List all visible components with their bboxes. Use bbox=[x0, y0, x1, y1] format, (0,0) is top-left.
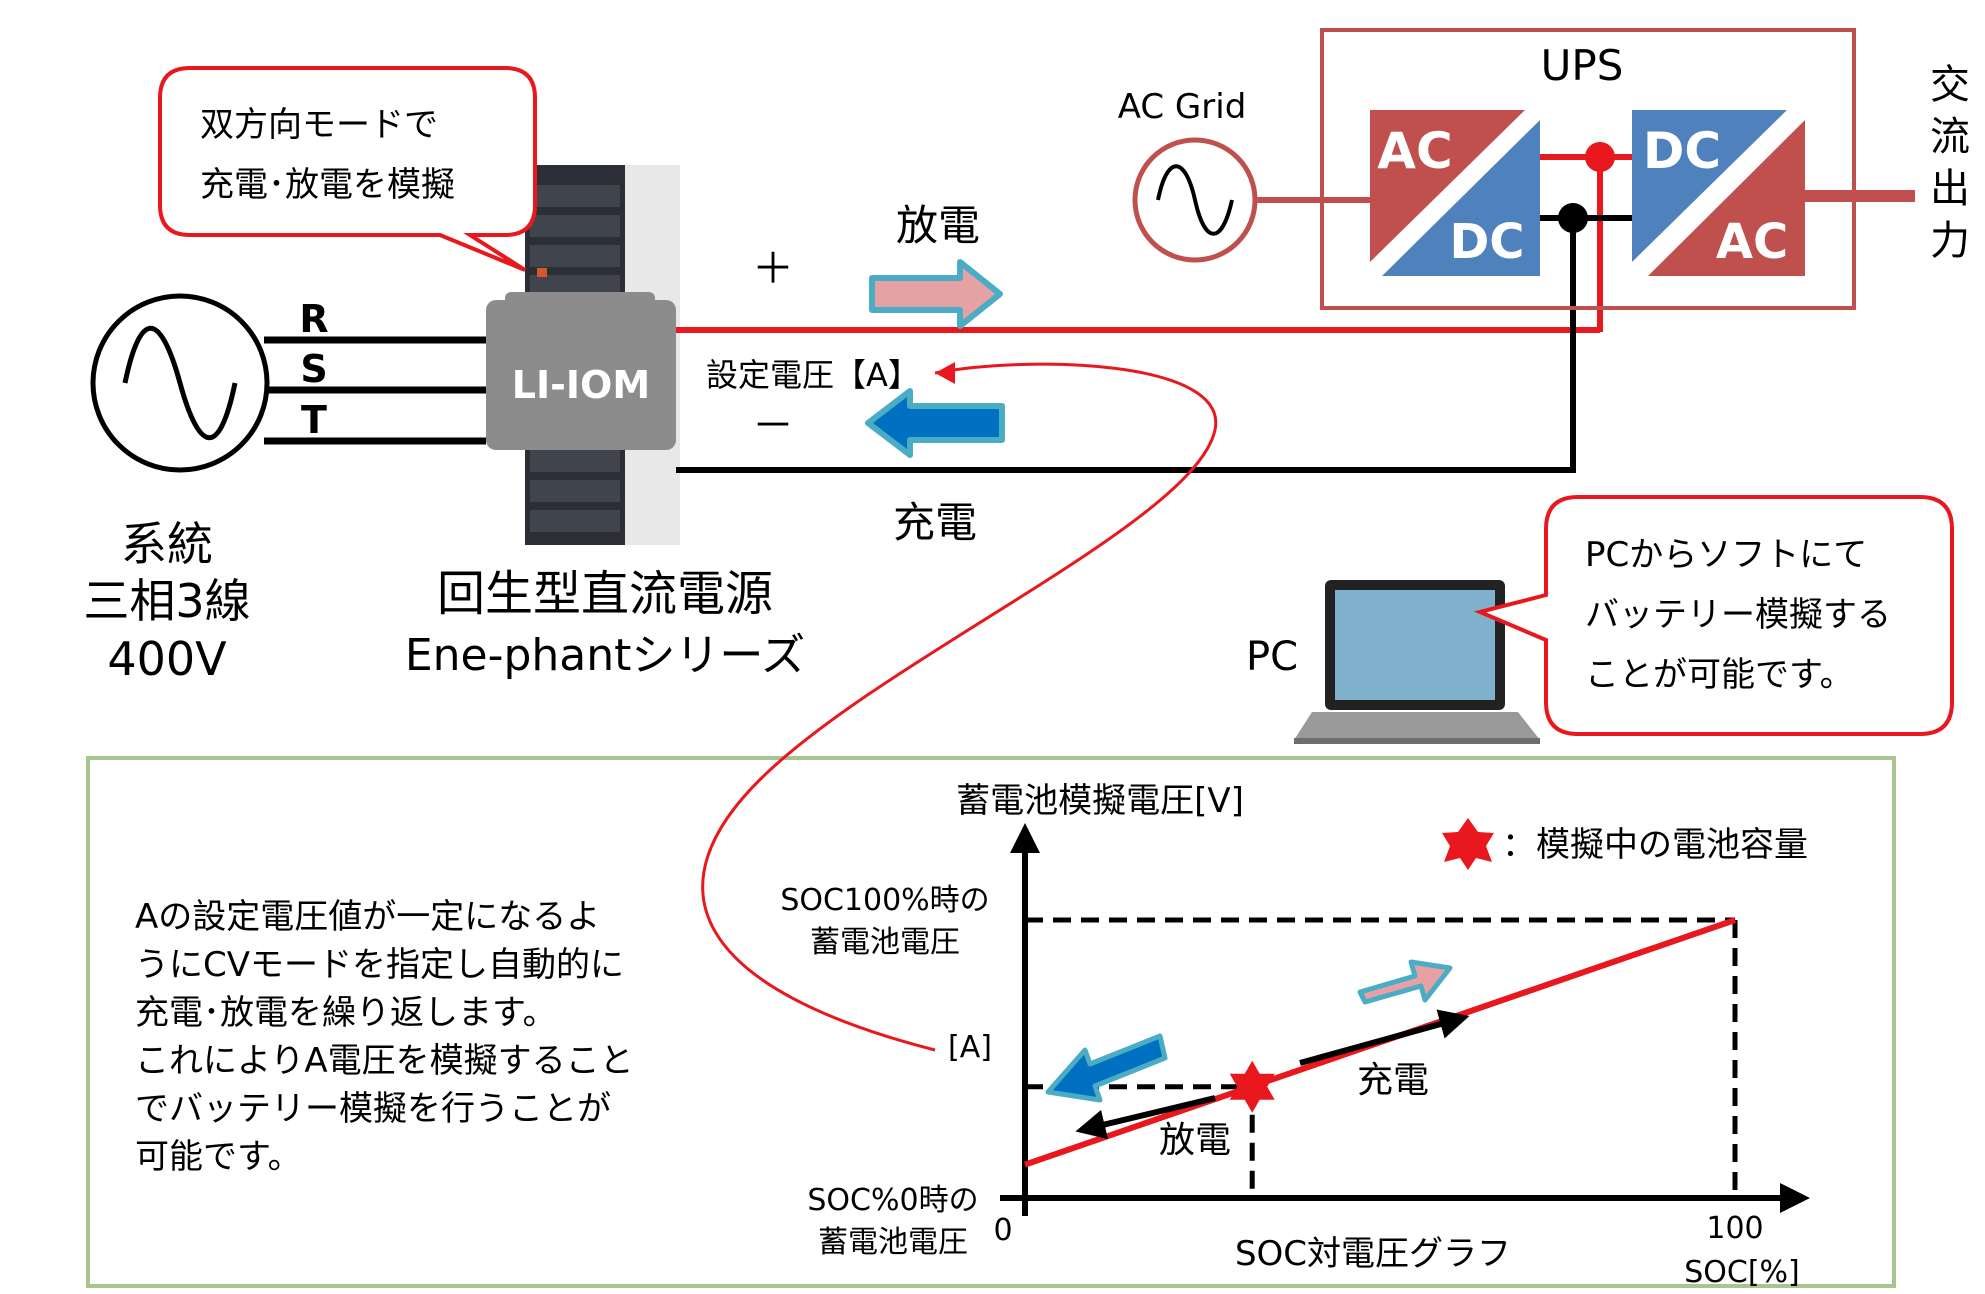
callout-left-bubble bbox=[158, 66, 537, 272]
legend-star-icon bbox=[1442, 818, 1494, 870]
dc-bus-node-positive bbox=[1585, 142, 1615, 172]
plus-sign: ＋ bbox=[752, 244, 794, 293]
power-supply-name-1: 回生型直流電源 bbox=[437, 566, 773, 622]
dc-link: ＋ － 放電 充電 設定電圧【A】 bbox=[676, 157, 1603, 547]
phase-label-r: R bbox=[299, 297, 328, 341]
setpoint-link-curve bbox=[701, 362, 1218, 1052]
output-label-2: 流 bbox=[1930, 114, 1970, 160]
li-iom-label: LI-IOM bbox=[512, 363, 650, 407]
y-label-soc100-2: 蓄電池電圧 bbox=[810, 925, 960, 960]
output-label-3: 出 bbox=[1930, 166, 1970, 212]
discharge-arrow-top bbox=[869, 259, 1003, 329]
charge-block-arrow bbox=[1357, 959, 1453, 1005]
li-iom-module-top bbox=[505, 292, 655, 310]
charge-label-top: 充電 bbox=[893, 498, 977, 547]
explanation-line3: 充電･放電を繰り返します。 bbox=[135, 993, 557, 1033]
conv2-top-label: DC bbox=[1643, 122, 1721, 180]
ups-block: UPS AC Grid AC DC DC AC 交 流 出 力 bbox=[1118, 28, 1970, 310]
ac-dc-converter: AC DC bbox=[1370, 110, 1540, 276]
minus-sign: － bbox=[752, 401, 794, 450]
ac-grid-label: AC Grid bbox=[1118, 87, 1247, 127]
y-label-a: [A] bbox=[948, 1030, 992, 1065]
explanation-line5: でバッテリー模擬を行うことが bbox=[135, 1089, 611, 1129]
x-tick-0: 0 bbox=[993, 1213, 1012, 1248]
chart-xlabel: SOC[%] bbox=[1684, 1255, 1800, 1290]
soc-marker-star-icon bbox=[1229, 1060, 1275, 1113]
explanation-line4: これによりA電圧を模擬すること bbox=[135, 1041, 634, 1081]
callout-pc-line1: PCからソフトにて bbox=[1585, 535, 1867, 575]
ups-title: UPS bbox=[1541, 41, 1624, 90]
cabinet-indicator bbox=[537, 268, 547, 277]
chart-title: SOC対電圧グラフ bbox=[1235, 1234, 1511, 1274]
conv2-bottom-label: AC bbox=[1716, 214, 1788, 270]
explanation-line6: 可能です。 bbox=[135, 1137, 302, 1177]
laptop-screen bbox=[1335, 590, 1495, 700]
x-tick-100: 100 bbox=[1706, 1211, 1763, 1246]
callout-left-line1: 双方向モードで bbox=[200, 105, 438, 145]
callout-pc-bubble bbox=[1473, 495, 1954, 736]
power-supply-cabinet: LI-IOM 回生型直流電源 Ene-phantシリーズ bbox=[405, 165, 805, 681]
discharge-label-chart: 放電 bbox=[1159, 1120, 1231, 1161]
setpoint-voltage-label: 設定電圧【A】 bbox=[706, 356, 920, 394]
laptop-base bbox=[1294, 712, 1540, 740]
dc-bus-node-negative bbox=[1558, 203, 1588, 233]
explanation-text: Aの設定電圧値が一定になるよ うにCVモードを指定し自動的に 充電･放電を繰り返… bbox=[135, 897, 634, 1177]
callout-pc-line3: ことが可能です。 bbox=[1585, 655, 1854, 695]
grid-source: R S T 系統 三相3線 400V bbox=[83, 293, 486, 686]
ac-grid-sine-icon bbox=[1156, 164, 1234, 236]
sine-wave-icon bbox=[122, 325, 238, 441]
grid-label-2: 三相3線 bbox=[83, 574, 250, 628]
phase-label-t: T bbox=[301, 398, 327, 442]
phase-label-s: S bbox=[300, 347, 327, 391]
conv1-bottom-label: DC bbox=[1449, 214, 1524, 270]
explanation-line1: Aの設定電圧値が一定になるよ bbox=[135, 897, 600, 937]
charge-arrow-top bbox=[865, 388, 1005, 458]
charge-label-chart: 充電 bbox=[1357, 1060, 1429, 1101]
discharge-block-arrow bbox=[1045, 1033, 1168, 1103]
output-label-1: 交 bbox=[1930, 62, 1970, 108]
y-label-soc0-1: SOC%0時の bbox=[807, 1183, 978, 1218]
dc-ac-converter: DC AC bbox=[1632, 110, 1805, 276]
conv1-top-label: AC bbox=[1377, 122, 1452, 180]
grid-label-3: 400V bbox=[107, 632, 227, 686]
legend-text: ：模擬中の電池容量 bbox=[1502, 825, 1808, 865]
output-label-4: 力 bbox=[1930, 218, 1970, 264]
discharge-label-top: 放電 bbox=[896, 201, 980, 250]
explanation-line2: うにCVモードを指定し自動的に bbox=[135, 945, 624, 985]
li-iom-module bbox=[486, 300, 676, 450]
pc-label: PC bbox=[1246, 634, 1298, 680]
grid-label-1: 系統 bbox=[121, 517, 213, 571]
callout-pc: PCからソフトにて バッテリー模擬する ことが可能です。 bbox=[1473, 495, 1954, 736]
callout-left: 双方向モードで 充電･放電を模擬 bbox=[158, 66, 537, 272]
power-supply-name-2: Ene-phantシリーズ bbox=[405, 630, 805, 681]
cabinet-slots bbox=[530, 185, 620, 532]
pc-laptop: PC bbox=[1246, 580, 1540, 744]
charge-direction-arrow bbox=[1299, 1009, 1470, 1066]
y-label-soc0-2: 蓄電池電圧 bbox=[818, 1225, 968, 1260]
callout-left-line2: 充電･放電を模擬 bbox=[200, 165, 455, 205]
discharge-direction-arrow bbox=[1075, 1095, 1216, 1140]
laptop-base-edge bbox=[1294, 738, 1540, 744]
y-label-soc100-1: SOC100%時の bbox=[780, 883, 989, 918]
setpoint-pointer-arrow bbox=[935, 362, 955, 384]
chart-legend: ：模擬中の電池容量 bbox=[1442, 818, 1808, 870]
chart-ylabel: 蓄電池模擬電圧[V] bbox=[956, 781, 1244, 821]
callout-pc-line2: バッテリー模擬する bbox=[1585, 595, 1891, 635]
soc-voltage-chart: 蓄電池模擬電圧[V] SOC対電圧グラフ SOC[%] 0 100 SOC100… bbox=[780, 781, 1810, 1290]
ups-frame bbox=[1320, 28, 1856, 310]
